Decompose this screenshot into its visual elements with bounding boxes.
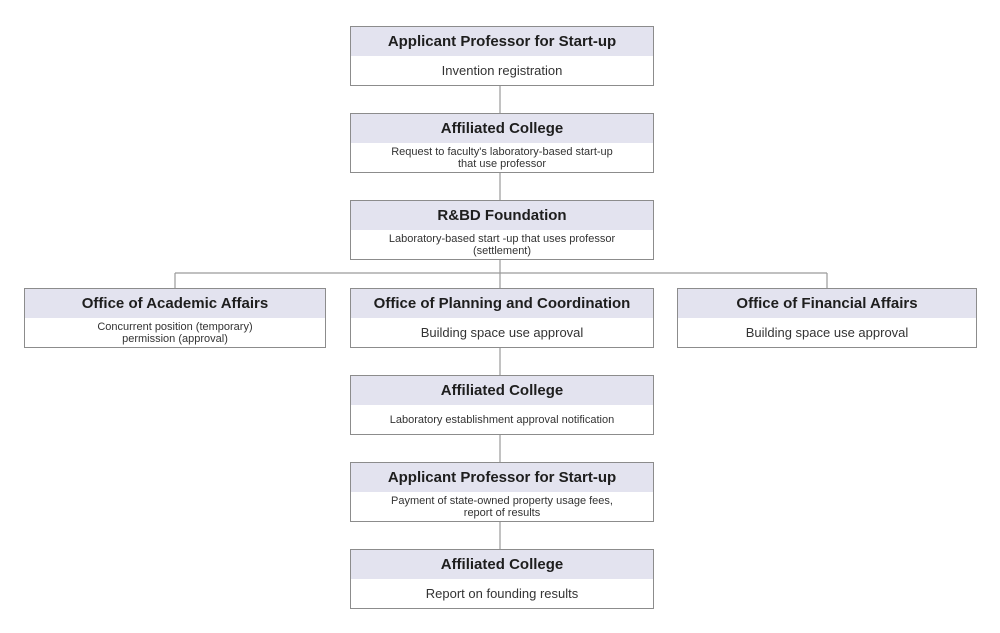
step-affiliated-college-report: Affiliated College Report on founding re… — [350, 549, 654, 609]
step-description: Laboratory establishment approval notifi… — [389, 413, 615, 426]
step-title: Applicant Professor for Start-up — [351, 27, 653, 56]
step-affiliated-college-request: Affiliated College Request to faculty's … — [350, 113, 654, 173]
step-title: Applicant Professor for Start-up — [351, 463, 653, 492]
step-office-planning-coordination: Office of Planning and Coordination Buil… — [350, 288, 654, 348]
step-title: R&BD Foundation — [351, 201, 653, 230]
step-applicant-professor-payment: Applicant Professor for Start-up Payment… — [350, 462, 654, 522]
step-title: Office of Financial Affairs — [678, 289, 976, 318]
step-title: Affiliated College — [351, 376, 653, 405]
step-title: Affiliated College — [351, 114, 653, 143]
step-description: Laboratory-based start -up that uses pro… — [388, 232, 616, 257]
step-title: Office of Academic Affairs — [25, 289, 325, 318]
step-description: Invention registration — [441, 63, 563, 78]
step-office-financial-affairs: Office of Financial Affairs Building spa… — [677, 288, 977, 348]
step-affiliated-college-approval: Affiliated College Laboratory establishm… — [350, 375, 654, 435]
step-description: Building space use approval — [745, 325, 909, 340]
step-title: Affiliated College — [351, 550, 653, 579]
step-rbd-foundation: R&BD Foundation Laboratory-based start -… — [350, 200, 654, 260]
step-description: Request to faculty's laboratory-based st… — [391, 145, 613, 170]
step-description: Report on founding results — [425, 586, 579, 601]
step-title: Office of Planning and Coordination — [351, 289, 653, 318]
step-applicant-professor-registration: Applicant Professor for Start-up Inventi… — [350, 26, 654, 86]
step-description: Concurrent position (temporary) permissi… — [97, 320, 253, 345]
step-office-academic-affairs: Office of Academic Affairs Concurrent po… — [24, 288, 326, 348]
step-description: Payment of state-owned property usage fe… — [391, 494, 613, 519]
step-description: Building space use approval — [420, 325, 584, 340]
